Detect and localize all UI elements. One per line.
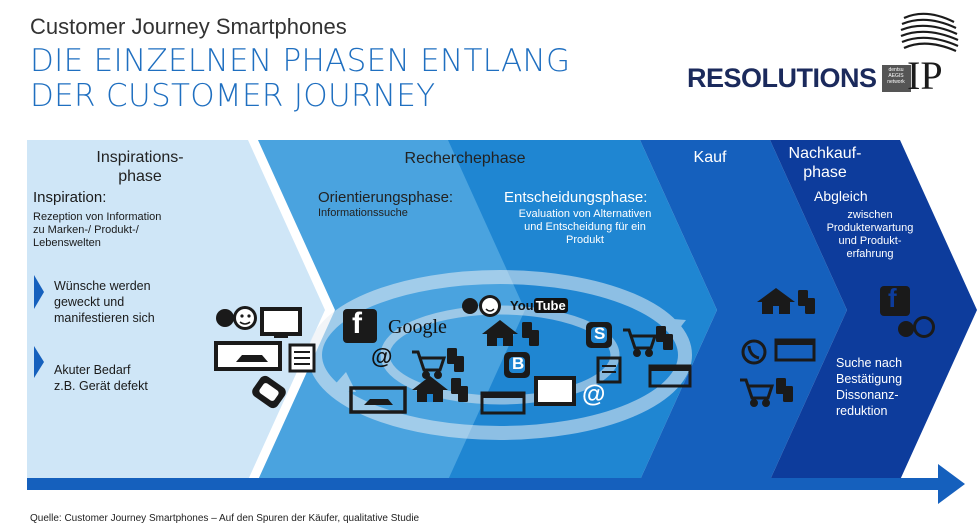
page-subtitle: Customer Journey Smartphones (30, 14, 347, 39)
bullet1-arrow-icon (34, 275, 44, 309)
bullet2-line1: Akuter Bedarf (54, 363, 131, 377)
shopping-cart-icon-decision (623, 328, 658, 357)
browser-window-icon-mid (480, 391, 526, 415)
facebook-icon-post (880, 286, 910, 316)
search-line2: Bestätigung (836, 372, 903, 386)
inspiration-desc-line3: Lebenswelten (33, 237, 101, 249)
page-title: DIE EINZELNEN PHASEN ENTLANG DER CUSTOME… (30, 44, 630, 114)
compare-line3: und Produkt- (838, 235, 902, 247)
skype-icon-decision (586, 322, 612, 348)
compare-line1: zwischen (847, 209, 893, 221)
compare-line4: erfahrung (846, 248, 894, 260)
bullet1-line3: manifestieren sich (54, 311, 155, 325)
devices-icon-decision (656, 326, 673, 350)
inspiration-bullet2: Akuter Bedarf z.B. Gerät defekt (54, 362, 148, 394)
inspiration-bullet1: Wünsche werden geweckt und manifestieren… (54, 278, 155, 326)
newspaper-icon-decision (596, 356, 622, 384)
research-phase-title: Recherchephase (404, 150, 526, 167)
devices-icon-left-2 (451, 378, 468, 402)
source-note: Quelle: Customer Journey Smartphones – A… (30, 513, 420, 524)
postpurchase-title-line2: phase (803, 164, 847, 181)
bullet2-arrow-icon (34, 346, 44, 378)
inspiration-phase-title: Inspirations- phase (60, 148, 220, 186)
tv-icon-mid (534, 376, 576, 406)
purchase-phase-title: Kauf (693, 149, 727, 166)
orientation-text: Informationssuche (318, 207, 408, 219)
compare-title: Abgleich (814, 188, 868, 204)
decision-description: Evaluation von Alternativen und Entschei… (500, 208, 670, 247)
facebook-icon (343, 309, 377, 343)
dentsu-badge: dentsu AEGIS network (881, 65, 911, 92)
postpurchase-phase-title: Nachkauf- phase (770, 144, 880, 182)
tv-icon (260, 307, 302, 338)
house-icon-purchase (757, 288, 795, 314)
phone-device-icon (252, 375, 286, 409)
at-email-glyph: @ (371, 344, 393, 369)
purchase-phase-band (640, 140, 847, 480)
skype-glyph: S (594, 324, 606, 343)
compare-description: zwischen Produkterwartung und Produkt- e… (810, 209, 930, 261)
decision-title: Entscheidungsphase: (504, 189, 648, 206)
bullet1-line1: Wünsche werden (54, 279, 151, 293)
resolutions-logo-text: RESOLUTIONS (687, 63, 877, 93)
shopping-cart-icon-left (412, 350, 447, 379)
timeline-arrow (27, 464, 965, 504)
billboard-car-icon (214, 341, 282, 371)
decision-desc-line3: Produkt (566, 234, 604, 246)
search-line3: Dissonanz- (836, 388, 899, 402)
facebook-glyph-post: f (888, 283, 897, 313)
blog-glyph: B (512, 354, 525, 373)
phone-call-icon-purchase (741, 339, 767, 365)
ip-logo-icon (900, 12, 959, 53)
inspiration-desc-line2: zu Marken-/ Produkt-/ (33, 224, 139, 236)
browser-window-icon-purchase (774, 338, 816, 362)
chat-smiley-icon (216, 306, 257, 330)
newspaper-icon (288, 343, 316, 373)
resolutions-logo: RESOLUTIONS dentsu AEGIS network (687, 63, 911, 94)
bullet2-line2: z.B. Gerät defekt (54, 379, 148, 393)
youtube-tube: Tube (533, 298, 568, 313)
youtube-you: You (510, 298, 534, 313)
devices-icon-purchase (798, 290, 815, 314)
page-title-line1: DIE EINZELNEN PHASEN ENTLANG (30, 43, 571, 79)
inspiration-sub-title: Inspiration: (33, 189, 107, 206)
confirmation-search: Suche nach Bestätigung Dissonanz- redukt… (836, 355, 902, 419)
smiley-icon-post (898, 316, 935, 338)
inspiration-phase-band (27, 140, 325, 480)
compare-line2: Produkterwartung (826, 222, 914, 234)
facebook-glyph: f (352, 307, 362, 340)
page-title-line2: DER CUSTOMER JOURNEY (30, 78, 436, 114)
postpurchase-title-line1: Nachkauf- (788, 145, 862, 162)
inspiration-desc-line1: Rezeption von Information (33, 211, 162, 223)
browser-window-icon-decision (648, 364, 692, 388)
smiley-icon-2 (462, 295, 501, 317)
billboard-car-icon-2 (349, 386, 407, 414)
devices-icon-mid (522, 322, 539, 346)
search-line1: Suche nach (836, 356, 903, 370)
shopping-cart-icon-purchase (740, 378, 775, 407)
orientation-title: Orientierungsphase: (318, 189, 454, 206)
inspiration-title-line1: Inspirations- (96, 149, 184, 166)
inspiration-title-line2: phase (118, 168, 162, 185)
house-icon-mid (482, 320, 518, 346)
decision-desc-line2: und Entscheidung für ein (524, 221, 646, 233)
blog-icon-mid (504, 352, 530, 378)
postpurchase-phase-band (770, 140, 977, 480)
google-wordmark: Google (388, 316, 447, 338)
at-email-glyph-decision: @ (582, 381, 606, 408)
devices-icon-purchase-2 (776, 378, 793, 402)
bullet1-line2: geweckt und (54, 295, 125, 309)
search-line4: reduktion (836, 404, 888, 418)
inspiration-description: Rezeption von Information zu Marken-/ Pr… (33, 211, 161, 250)
house-icon-left (412, 376, 448, 402)
decision-desc-line1: Evaluation von Alternativen (518, 208, 652, 220)
devices-icon-left (447, 348, 464, 372)
ip-logo-text: IP (907, 53, 943, 98)
